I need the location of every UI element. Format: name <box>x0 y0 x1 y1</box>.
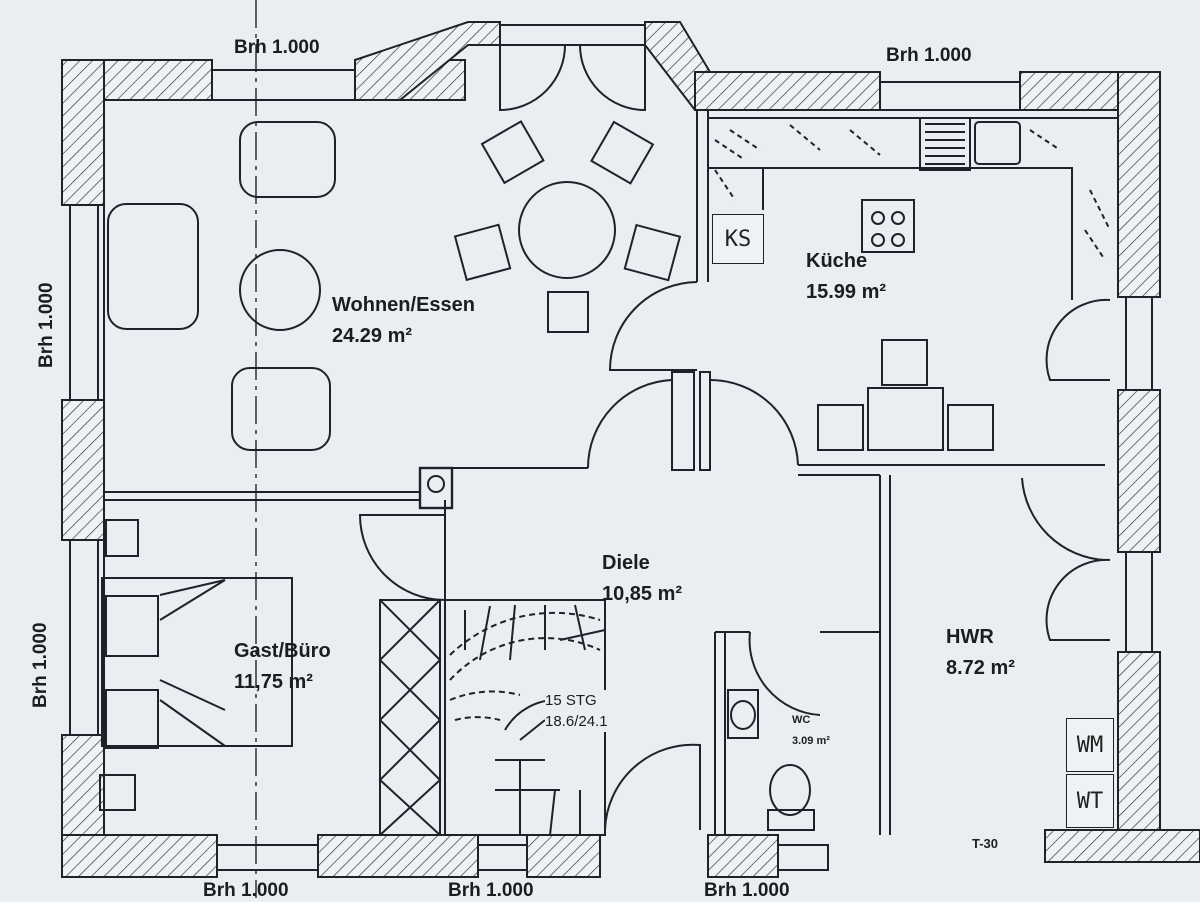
window-label-bottom-right: Brh 1.000 <box>704 880 790 901</box>
window-label-left-lower: Brh 1.000 <box>30 622 51 708</box>
room-area: 24.29 m² <box>332 325 413 347</box>
room-name: Diele <box>602 552 650 574</box>
room-area: 3.09 m² <box>792 734 830 747</box>
wall-south-e <box>1044 829 1200 863</box>
fridge-ks: KS <box>712 214 764 264</box>
room-area: 15.99 m² <box>806 281 887 303</box>
washer-wm: WM <box>1066 718 1114 772</box>
room-wc: WC 3.09 m² <box>792 710 830 752</box>
wall-west-upper <box>61 59 105 206</box>
room-wohnen: Wohnen/Essen 24.29 m² <box>332 290 475 352</box>
room-area: 8.72 m² <box>946 657 1015 679</box>
room-gast: Gast/Büro 11,75 m² <box>234 636 331 698</box>
wall-bay-left <box>354 21 501 101</box>
dryer-wt: WT <box>1066 774 1114 828</box>
room-name: WC <box>792 714 811 726</box>
wall-east-mid <box>1117 389 1161 553</box>
window-label-left-upper: Brh 1.000 <box>36 282 57 368</box>
wall-south-c <box>526 834 601 878</box>
room-name: Wohnen/Essen <box>332 294 475 316</box>
room-name: Küche <box>806 250 868 272</box>
window-label-top-left: Brh 1.000 <box>234 37 320 58</box>
room-area: 10,85 m² <box>602 583 683 605</box>
stair-ratio: 18.6/24.1 <box>545 713 608 730</box>
stair-steps: 15 STG <box>545 692 597 709</box>
room-area: 11,75 m² <box>234 671 313 693</box>
wall-north-right-a <box>694 71 881 111</box>
wall-east-upper <box>1117 71 1161 298</box>
room-hwr: HWR 8.72 m² <box>946 622 1015 684</box>
stair-label: 15 STG 18.6/24.1 <box>545 690 608 732</box>
room-name: Gast/Büro <box>234 640 331 662</box>
door-rating: T-30 <box>972 836 999 851</box>
wall-west-mid <box>61 399 105 541</box>
window-label-bottom-left: Brh 1.000 <box>203 880 289 901</box>
room-kueche: Küche 15.99 m² <box>806 246 886 308</box>
wall-south-d <box>707 834 779 878</box>
room-name: HWR <box>946 626 994 648</box>
wall-south-a <box>61 834 218 878</box>
wall-east-lower <box>1117 651 1161 831</box>
room-diele: Diele 10,85 m² <box>602 548 682 610</box>
window-label-top-right: Brh 1.000 <box>886 45 972 66</box>
window-label-bottom-mid: Brh 1.000 <box>448 880 534 901</box>
wall-south-b <box>317 834 479 878</box>
